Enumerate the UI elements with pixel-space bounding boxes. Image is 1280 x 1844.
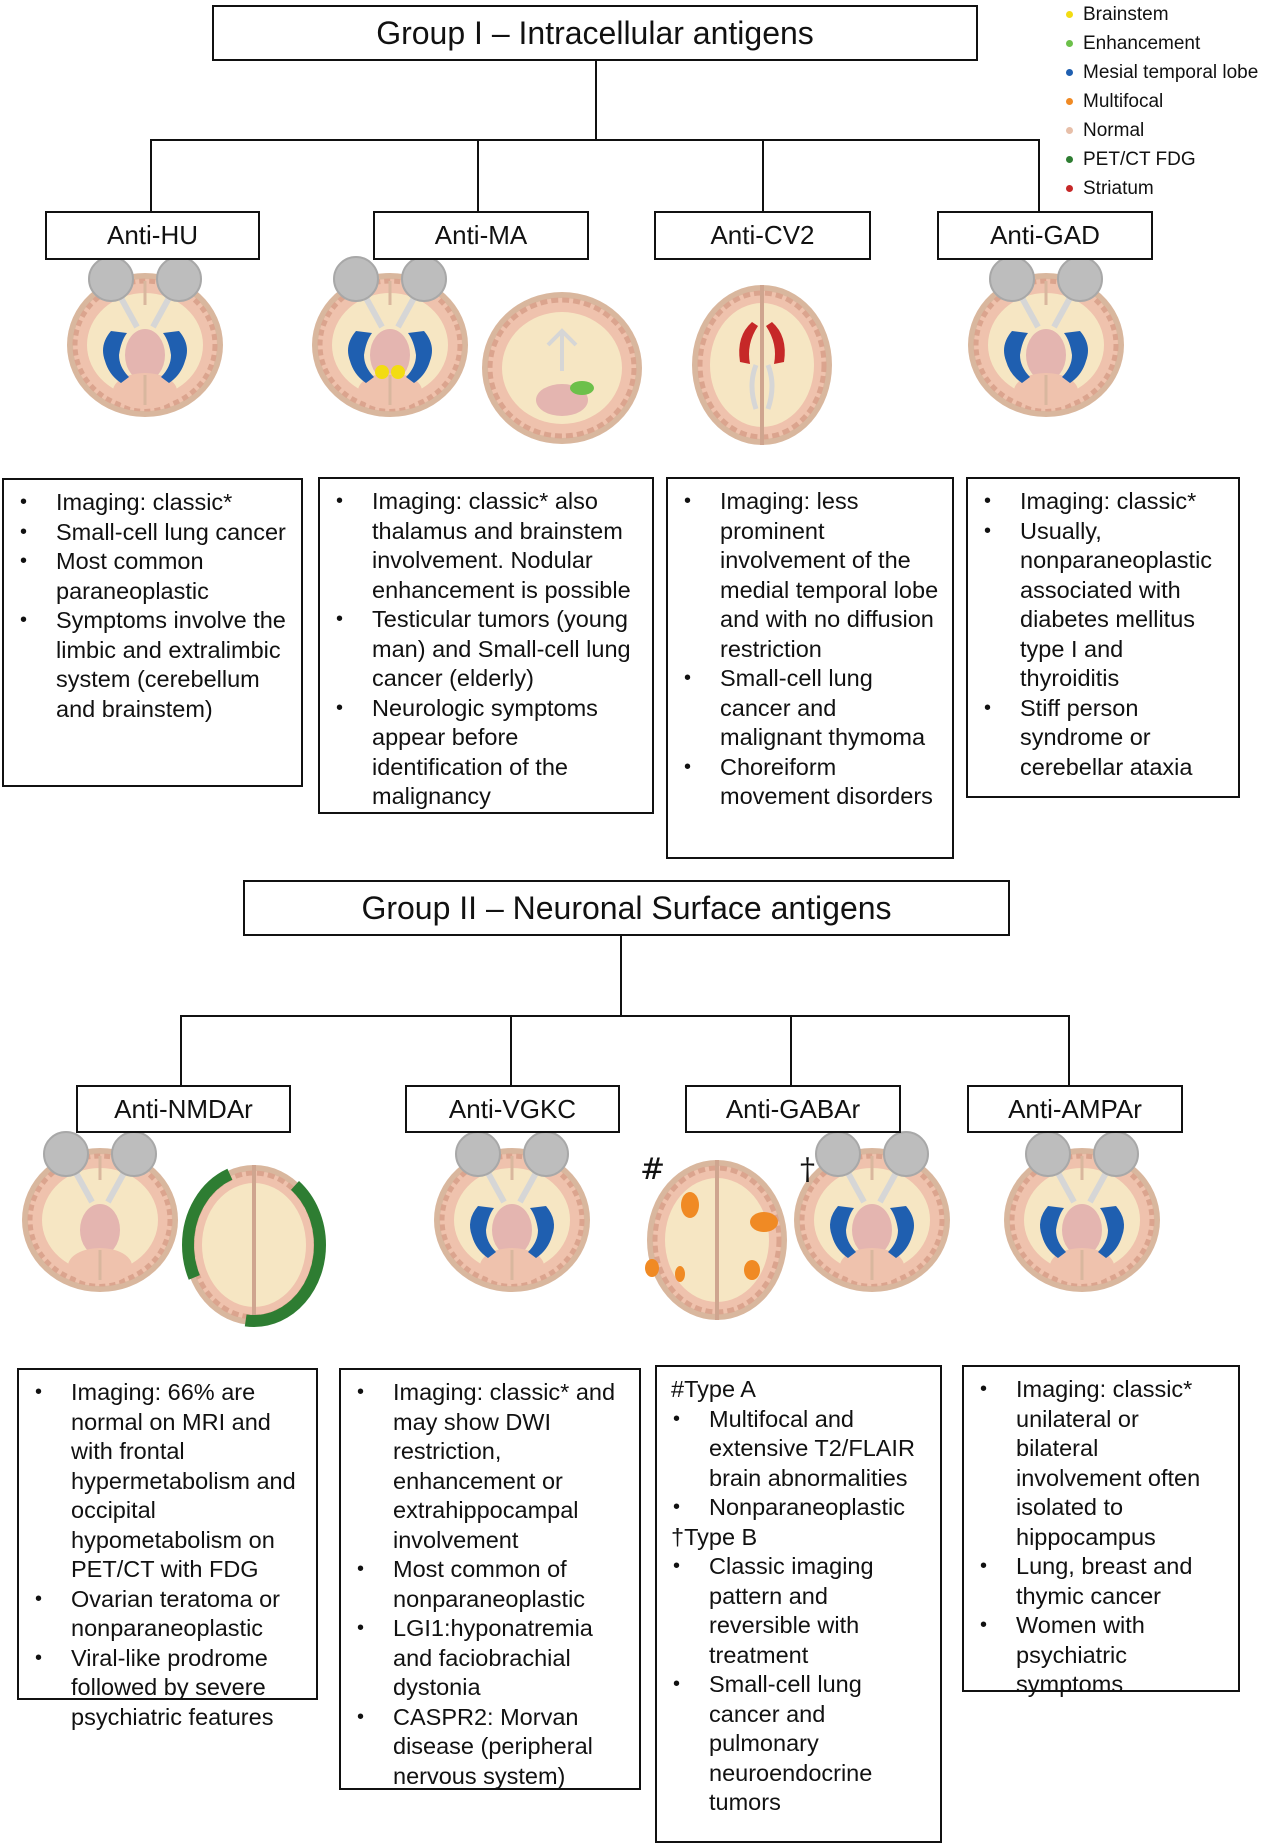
legend-label: Brainstem xyxy=(1083,4,1169,25)
anti-ma-coronal-brain xyxy=(482,292,642,444)
description-anti-ma: Imaging: classic* also thalamus and brai… xyxy=(318,477,654,814)
description-item: Imaging: classic* unilateral or bilatera… xyxy=(972,1375,1226,1552)
description-item: Women with psychiatric symptoms xyxy=(972,1611,1226,1700)
connector xyxy=(595,52,597,141)
description-item: Symptoms involve the limbic and extralim… xyxy=(12,606,289,724)
connector xyxy=(790,1015,792,1086)
description-anti-gabar: #Type A Multifocal and extensive T2/FLAI… xyxy=(655,1365,942,1843)
type-a-hash-mark: # xyxy=(640,1152,666,1187)
description-item: Imaging: classic* xyxy=(12,488,289,518)
connector xyxy=(620,935,622,1017)
anti-gad-axial-brain xyxy=(968,257,1124,417)
anti-gabar-typeb-axial-brain xyxy=(794,1132,950,1292)
description-item: Multifocal and extensive T2/FLAIR brain … xyxy=(665,1405,928,1494)
legend-item: PET/CT FDG xyxy=(1066,145,1258,174)
legend-dot xyxy=(1066,69,1073,76)
description-item: Ovarian teratoma or nonparaneoplastic xyxy=(27,1585,304,1644)
description-item: Stiff person syndrome or cerebellar atax… xyxy=(976,694,1226,783)
description-item: Imaging: classic* also thalamus and brai… xyxy=(328,487,640,605)
legend-label: Normal xyxy=(1083,120,1145,141)
antibody-anti-cv2: Anti-CV2 xyxy=(654,211,871,260)
description-anti-hu: Imaging: classic* Small-cell lung cancer… xyxy=(2,478,303,787)
anti-nmdar-top-brain xyxy=(184,1165,324,1325)
antibody-anti-ampar: Anti-AMPAr xyxy=(967,1085,1183,1133)
antibody-anti-nmdar: Anti-NMDAr xyxy=(76,1085,291,1133)
description-item: Imaging: less prominent involvement of t… xyxy=(676,487,940,664)
antibody-anti-vgkc: Anti-VGKC xyxy=(405,1085,620,1133)
legend-item: Enhancement xyxy=(1066,29,1258,58)
anti-hu-axial-brain xyxy=(67,257,223,417)
legend-dot xyxy=(1066,40,1073,47)
description-anti-ampar: Imaging: classic* unilateral or bilatera… xyxy=(962,1365,1240,1697)
connector xyxy=(1068,1015,1070,1086)
description-anti-gad: Imaging: classic* Usually, nonparaneopla… xyxy=(966,477,1240,798)
antibody-anti-hu: Anti-HU xyxy=(45,211,260,260)
description-item: Usually, nonparaneoplastic associated wi… xyxy=(976,517,1226,694)
legend-label: Enhancement xyxy=(1083,33,1201,54)
connector xyxy=(180,1015,1070,1017)
antibody-anti-ma: Anti-MA xyxy=(373,211,589,260)
type-a-label: #Type A xyxy=(671,1376,756,1402)
connector xyxy=(180,1015,182,1086)
antibody-anti-gad: Anti-GAD xyxy=(937,211,1153,260)
description-item: Imaging: classic* xyxy=(976,487,1226,517)
anti-vgkc-axial-brain xyxy=(434,1132,590,1292)
description-anti-nmdar: Imaging: 66% are normal on MRI and with … xyxy=(17,1368,318,1730)
legend-label: Striatum xyxy=(1083,178,1154,199)
description-item: Choreiform movement disorders xyxy=(676,753,940,812)
anti-cv2-axial-brain xyxy=(692,285,832,445)
description-item: Most common paraneoplastic xyxy=(12,547,289,606)
legend-item: Brainstem xyxy=(1066,0,1258,29)
anti-gabar-typea-top-brain xyxy=(645,1160,787,1320)
description-item: Testicular tumors (young man) and Small-… xyxy=(328,605,640,694)
description-anti-cv2: Imaging: less prominent involvement of t… xyxy=(666,477,954,859)
description-item: Most common of nonparaneoplastic xyxy=(349,1555,627,1614)
legend-label: Multifocal xyxy=(1083,91,1164,112)
legend-label: PET/CT FDG xyxy=(1083,149,1196,170)
description-item: Imaging: classic* and may show DWI restr… xyxy=(349,1378,627,1555)
legend-dot xyxy=(1066,185,1073,192)
connector xyxy=(150,139,1040,141)
description-item: Viral-like prodrome followed by severe p… xyxy=(27,1644,304,1733)
antibody-anti-gabar: Anti-GABAr xyxy=(685,1085,901,1133)
legend-dot xyxy=(1066,98,1073,105)
description-item: Small-cell lung cancer and malignant thy… xyxy=(676,664,940,753)
type-b-dagger-mark: † xyxy=(800,1152,815,1187)
description-item: Neurologic symptoms appear before identi… xyxy=(328,694,640,812)
connector xyxy=(150,139,152,212)
connector xyxy=(762,139,764,212)
legend-item: Multifocal xyxy=(1066,87,1258,116)
connector xyxy=(510,1015,512,1086)
description-item: LGI1:hyponatremia and faciobrachial dyst… xyxy=(349,1614,627,1703)
legend-item: Striatum xyxy=(1066,174,1258,203)
legend-dot xyxy=(1066,156,1073,163)
anti-ma-axial-brain xyxy=(312,257,468,417)
description-anti-vgkc: Imaging: classic* and may show DWI restr… xyxy=(339,1368,641,1790)
connector xyxy=(1038,139,1040,212)
legend-item: Mesial temporal lobe xyxy=(1066,58,1258,87)
legend-dot xyxy=(1066,11,1073,18)
group2-title: Group II – Neuronal Surface antigens xyxy=(243,880,1010,936)
legend: Brainstem Enhancement Mesial temporal lo… xyxy=(1066,0,1258,203)
description-item: Classic imaging pattern and reversible w… xyxy=(665,1552,928,1670)
connector xyxy=(477,139,479,212)
description-item: Nonparaneoplastic xyxy=(665,1493,928,1523)
anti-ampar-axial-brain xyxy=(1004,1132,1160,1292)
legend-label: Mesial temporal lobe xyxy=(1083,62,1259,83)
description-item: Imaging: 66% are normal on MRI and with … xyxy=(27,1378,304,1585)
description-item: Small-cell lung cancer and pulmonary neu… xyxy=(665,1670,928,1818)
description-item: Lung, breast and thymic cancer xyxy=(972,1552,1226,1611)
legend-dot xyxy=(1066,127,1073,134)
description-item: Small-cell lung cancer xyxy=(12,518,289,548)
description-item: CASPR2: Morvan disease (peripheral nervo… xyxy=(349,1703,627,1792)
type-b-label: †Type B xyxy=(671,1523,758,1550)
legend-item: Normal xyxy=(1066,116,1258,145)
group1-title: Group I – Intracellular antigens xyxy=(212,5,978,61)
anti-nmdar-axial-brain xyxy=(22,1132,178,1292)
